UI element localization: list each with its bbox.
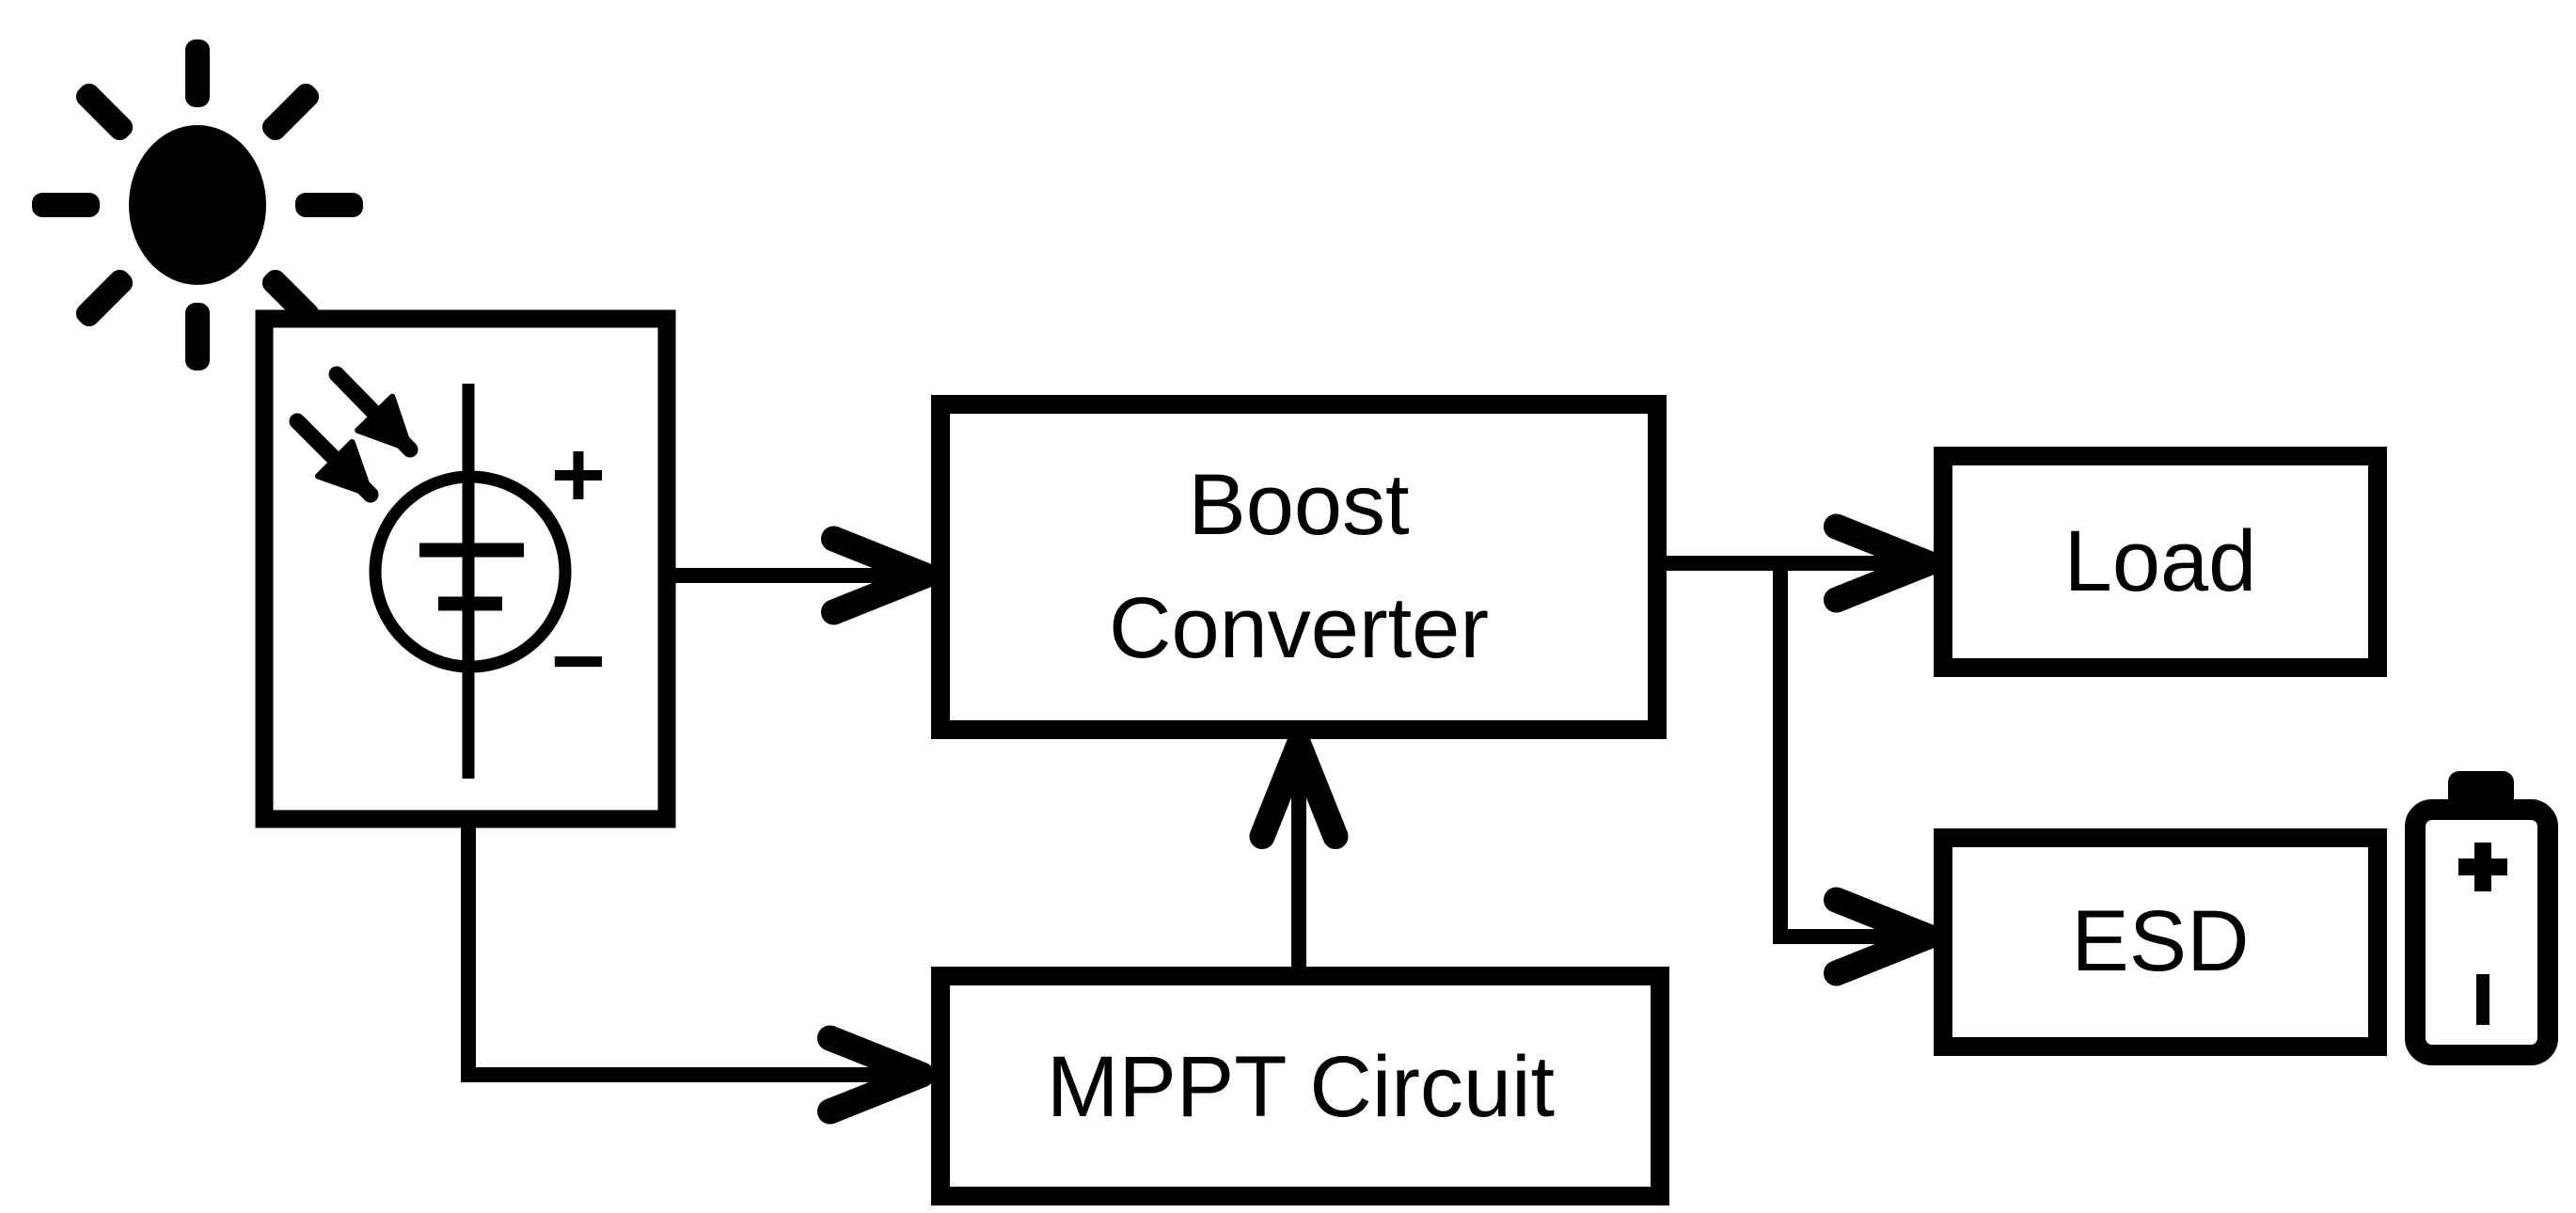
boost-converter-box bbox=[931, 395, 1667, 739]
sun-ray bbox=[185, 39, 210, 107]
mppt-circuit-box bbox=[931, 967, 1669, 1205]
pv-minus-label: − bbox=[551, 608, 606, 714]
battery-minus-icon bbox=[2476, 974, 2489, 1025]
esd-label: ESD bbox=[2071, 893, 2249, 989]
sun-icon bbox=[32, 39, 363, 370]
sun-ray bbox=[185, 303, 210, 370]
sun-ray bbox=[295, 193, 363, 217]
boost-converter-label-line2: Converter bbox=[1109, 580, 1489, 676]
incident-light-arrow bbox=[289, 413, 379, 503]
wire-branch-to-esd bbox=[1773, 563, 1941, 986]
pv-cell-symbol: + − bbox=[289, 366, 606, 779]
sun-ray bbox=[75, 83, 134, 141]
load-box bbox=[1934, 447, 2387, 677]
sun-ray bbox=[75, 269, 134, 327]
sun-ray bbox=[261, 83, 320, 141]
battery-plus-icon bbox=[2458, 843, 2507, 891]
wire-pv-to-mppt bbox=[461, 819, 935, 1125]
sun-ray bbox=[32, 193, 100, 217]
pv-plus-label: + bbox=[551, 422, 606, 528]
sun-core bbox=[129, 125, 266, 285]
load-label: Load bbox=[2064, 513, 2257, 609]
incident-light-arrow bbox=[328, 366, 419, 458]
pv-cell-circle bbox=[369, 470, 572, 673]
boost-converter-label-line1: Boost bbox=[1188, 457, 1409, 553]
battery-body bbox=[2405, 799, 2558, 1065]
esd-box bbox=[1934, 828, 2387, 1056]
mppt-circuit-label: MPPT Circuit bbox=[1047, 1039, 1555, 1135]
battery-icon bbox=[2405, 771, 2558, 1065]
battery-plus-vbar bbox=[2474, 843, 2491, 891]
